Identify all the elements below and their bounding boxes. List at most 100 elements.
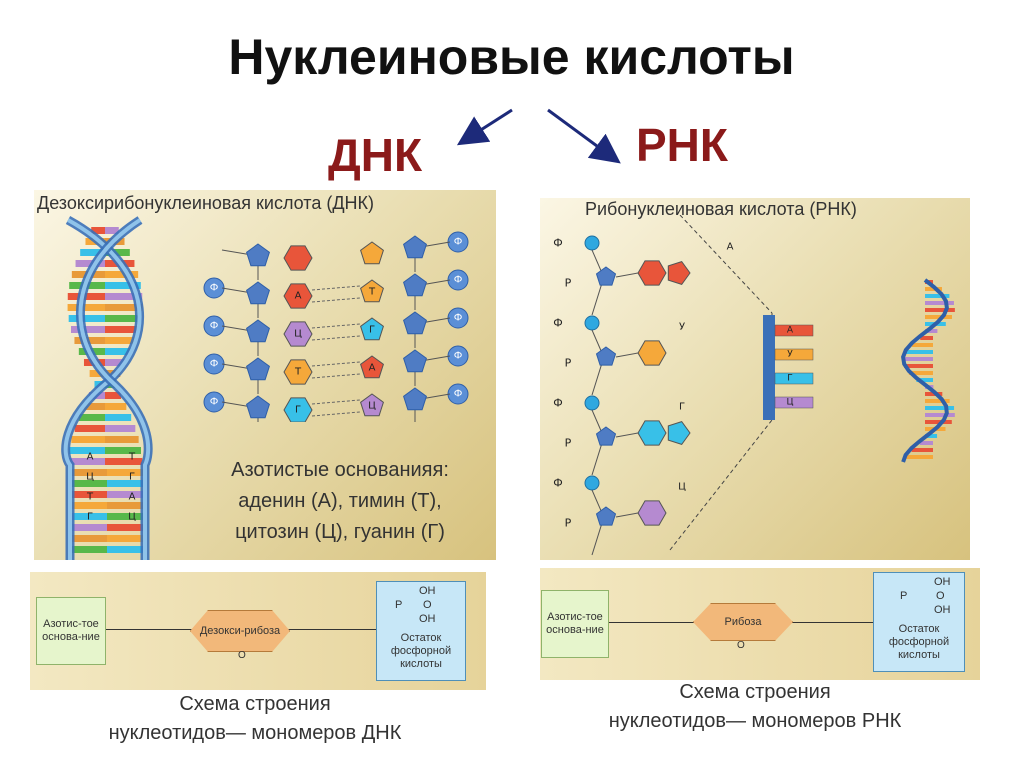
phosphate-label: Ф <box>454 237 463 248</box>
hydrogen-bond <box>311 361 361 367</box>
base-left <box>283 283 313 309</box>
strand-base <box>774 348 814 361</box>
rna-base-label: Г <box>679 402 685 413</box>
rna-helix-base <box>916 378 933 382</box>
helix-rung <box>67 458 105 465</box>
dna-scheme-caption-2: нуклеотидов— мономеров ДНК <box>108 722 402 744</box>
formula-o: O <box>423 599 432 611</box>
helix-rung <box>105 403 127 410</box>
rna-base-label: Ц <box>678 482 686 493</box>
hydrogen-bond <box>311 323 361 329</box>
rna-link <box>615 512 639 518</box>
helix-rung <box>107 546 143 553</box>
formula-p: P <box>395 599 403 611</box>
rna-helix-base <box>925 413 955 417</box>
helix-rung <box>71 546 107 553</box>
rna-ribose-label: Р <box>565 517 572 530</box>
helix-rung <box>68 315 105 322</box>
rna-helix-base <box>920 336 933 340</box>
rna-scheme-caption-1: Схема строения <box>679 681 831 703</box>
helix-rung <box>71 524 107 531</box>
helix-rung <box>89 370 105 377</box>
rna-phosphate <box>584 475 600 491</box>
helix-letter: Т <box>128 452 136 463</box>
base-right <box>360 241 384 265</box>
sugar-pentagon <box>403 273 427 297</box>
base-right <box>360 317 384 341</box>
split-arrows <box>456 108 621 164</box>
helix-rung <box>91 227 105 234</box>
rna-phosphate-label: Ф <box>553 317 562 330</box>
rna-helix-base <box>925 301 954 305</box>
helix-letter: Ц <box>128 512 136 523</box>
rna-base-ring <box>667 261 691 285</box>
helix-rung <box>71 480 107 487</box>
phosphate-label: Ф <box>454 389 463 400</box>
phosphate-label: Ф <box>210 321 219 332</box>
rna-backbone <box>591 249 603 274</box>
rna-phosphate <box>584 395 600 411</box>
phosphate-label: Ф <box>210 397 219 408</box>
helix-rung <box>105 436 139 443</box>
rna-helix-base <box>908 371 933 375</box>
rna-helix-backbone <box>901 278 949 463</box>
rna-backbone <box>591 489 603 514</box>
base-left <box>283 359 313 385</box>
hydrogen-bond <box>311 399 361 405</box>
base-left-letter: Ц <box>294 329 302 340</box>
base-right-letter: Т <box>368 287 376 298</box>
helix-rung <box>105 359 127 366</box>
bases-line-1: Азотистые основанияя: <box>231 459 449 481</box>
rna-phosphate <box>584 315 600 331</box>
dna-panel-caption: Дезоксирибонуклеиновая кислота (ДНК) <box>37 193 375 213</box>
rna-ribose-label: Р <box>565 357 572 370</box>
helix-letter: Г <box>87 512 93 523</box>
strand-base <box>774 396 814 409</box>
formula-oh1: OH <box>419 585 436 597</box>
rna-panel <box>540 198 970 560</box>
rna-ribose <box>595 426 617 446</box>
rna-phosphate-label: Ф <box>553 397 562 410</box>
dna-sugar: Дезокси-рибоза <box>190 610 290 652</box>
rna-helix-base <box>925 434 938 438</box>
arrow-to-dna <box>456 108 513 146</box>
rna-helix-base <box>925 406 955 410</box>
rna-link <box>615 432 639 438</box>
rna-phosphate-box: OH P O OH Остаток фосфорной кислоты <box>873 572 965 672</box>
rna-base <box>637 260 667 286</box>
rna-label: РНК <box>636 119 728 171</box>
rna-helix-base <box>925 315 952 319</box>
helix-rung <box>105 304 143 311</box>
strand-letter: У <box>787 350 793 360</box>
helix-rung <box>78 414 105 421</box>
strand-letter: Ц <box>787 398 794 408</box>
helix-rung <box>71 491 107 498</box>
base-right-letter: Г <box>369 325 375 336</box>
helix-rung <box>105 293 143 300</box>
base-right-letter: А <box>369 363 376 374</box>
helix-rung <box>107 513 143 520</box>
helix-rung <box>105 227 119 234</box>
rna-sugar: Рибоза <box>693 603 793 641</box>
sugar-pentagon <box>246 357 270 381</box>
helix-rung <box>105 414 132 421</box>
formula-p: P <box>900 590 908 602</box>
helix-rung <box>105 348 132 355</box>
rna-backbone <box>591 409 603 434</box>
rna-helix-base <box>911 448 933 452</box>
helix-rung <box>71 469 107 476</box>
helix-rung <box>105 315 142 322</box>
base-left-letter: Г <box>295 405 301 416</box>
rna-helix-base <box>904 364 933 368</box>
helix-letter: А <box>87 452 94 463</box>
rna-base <box>637 420 667 446</box>
rna-scheme-caption-2: нуклеотидов— мономеров РНК <box>608 710 902 732</box>
rna-backbone <box>591 282 603 316</box>
rna-helix-base <box>925 308 955 312</box>
rna-base <box>637 340 667 366</box>
hydrogen-bond <box>311 335 361 341</box>
helix-rung <box>107 524 143 531</box>
helix-rung <box>69 447 105 454</box>
